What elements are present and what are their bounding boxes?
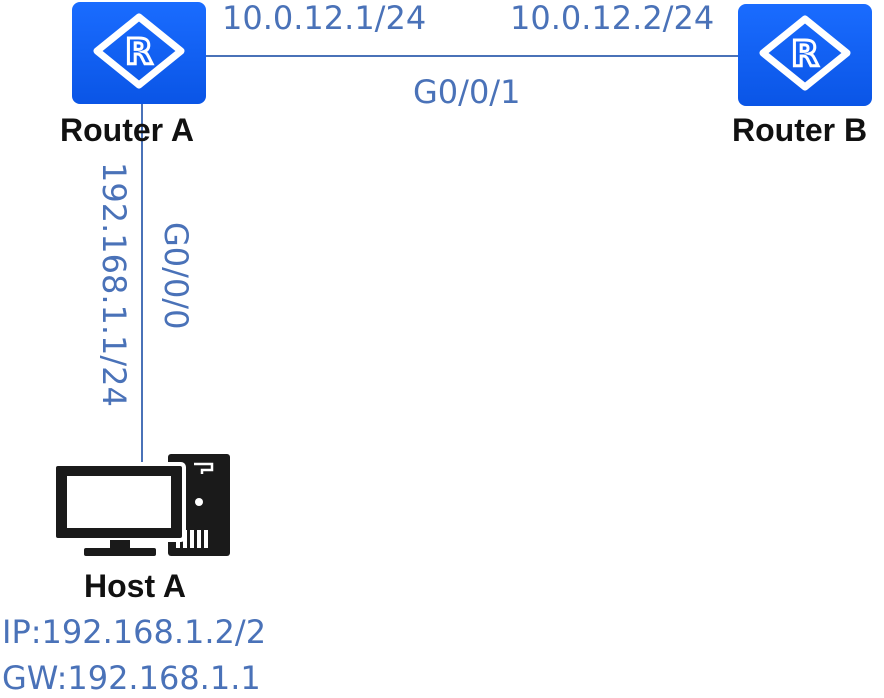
host-a-ip: IP:192.168.1.2/2 <box>2 613 267 651</box>
router-a-label: Router A <box>60 112 194 148</box>
svg-text:R: R <box>125 32 153 73</box>
svg-text:R: R <box>791 34 819 75</box>
router-a-node: R <box>72 2 206 104</box>
host-a-gateway: GW:192.168.1.1 <box>2 659 261 697</box>
desktop-computer-icon <box>52 454 230 556</box>
router-b-label: Router B <box>732 112 868 148</box>
router-icon: R <box>759 15 851 91</box>
router-icon: R <box>93 13 185 89</box>
link-ab-interface-label: G0/0/1 <box>413 73 521 111</box>
host-a-label: Host A <box>84 568 186 604</box>
router-b-node: R <box>738 4 872 106</box>
router-a-g001-ip: 10.0.12.1/24 <box>222 0 427 37</box>
router-a-g000-ip: 192.168.1.1/24 <box>95 162 133 407</box>
link-a-host-interface-label: G0/0/0 <box>157 222 195 330</box>
router-b-g001-ip: 10.0.12.2/24 <box>510 0 715 37</box>
